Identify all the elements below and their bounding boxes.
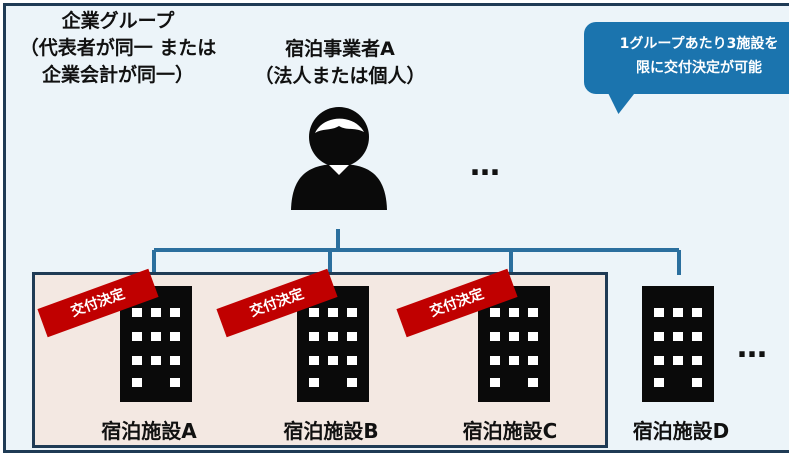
group-label-line-1: 企業グループ [61,10,175,32]
facility-label-d: 宿泊施設D [632,419,730,443]
group-label-line-3: 企業会計が同一） [41,64,194,86]
facility-label-b: 宿泊施設B [283,419,379,443]
building-icon-c [478,286,550,402]
facility-more-ellipsis: … [737,330,768,365]
limit-callout: 1グループあたり3施設を 限に交付決定が可能 [584,22,789,94]
callout-line-1: 1グループあたり3施設を [619,36,779,52]
corporate-group-label: 企業グループ （代表者が同一 または 企業会計が同一） [8,8,228,89]
operator-more-ellipsis: … [470,148,501,183]
callout-line-2: 限に交付決定が可能 [636,60,762,76]
operator-label-line-1: 宿泊事業者A [285,38,395,60]
operator-label-line-2: （法人または個人） [254,65,426,87]
facility-label-c: 宿泊施設C [462,419,558,443]
building-icon-d [642,286,714,402]
person-icon [291,107,387,210]
group-label-line-2: （代表者が同一 または [19,37,217,59]
lodging-operator-label: 宿泊事業者A （法人または個人） [250,36,430,90]
facility-label-a: 宿泊施設A [101,419,197,443]
